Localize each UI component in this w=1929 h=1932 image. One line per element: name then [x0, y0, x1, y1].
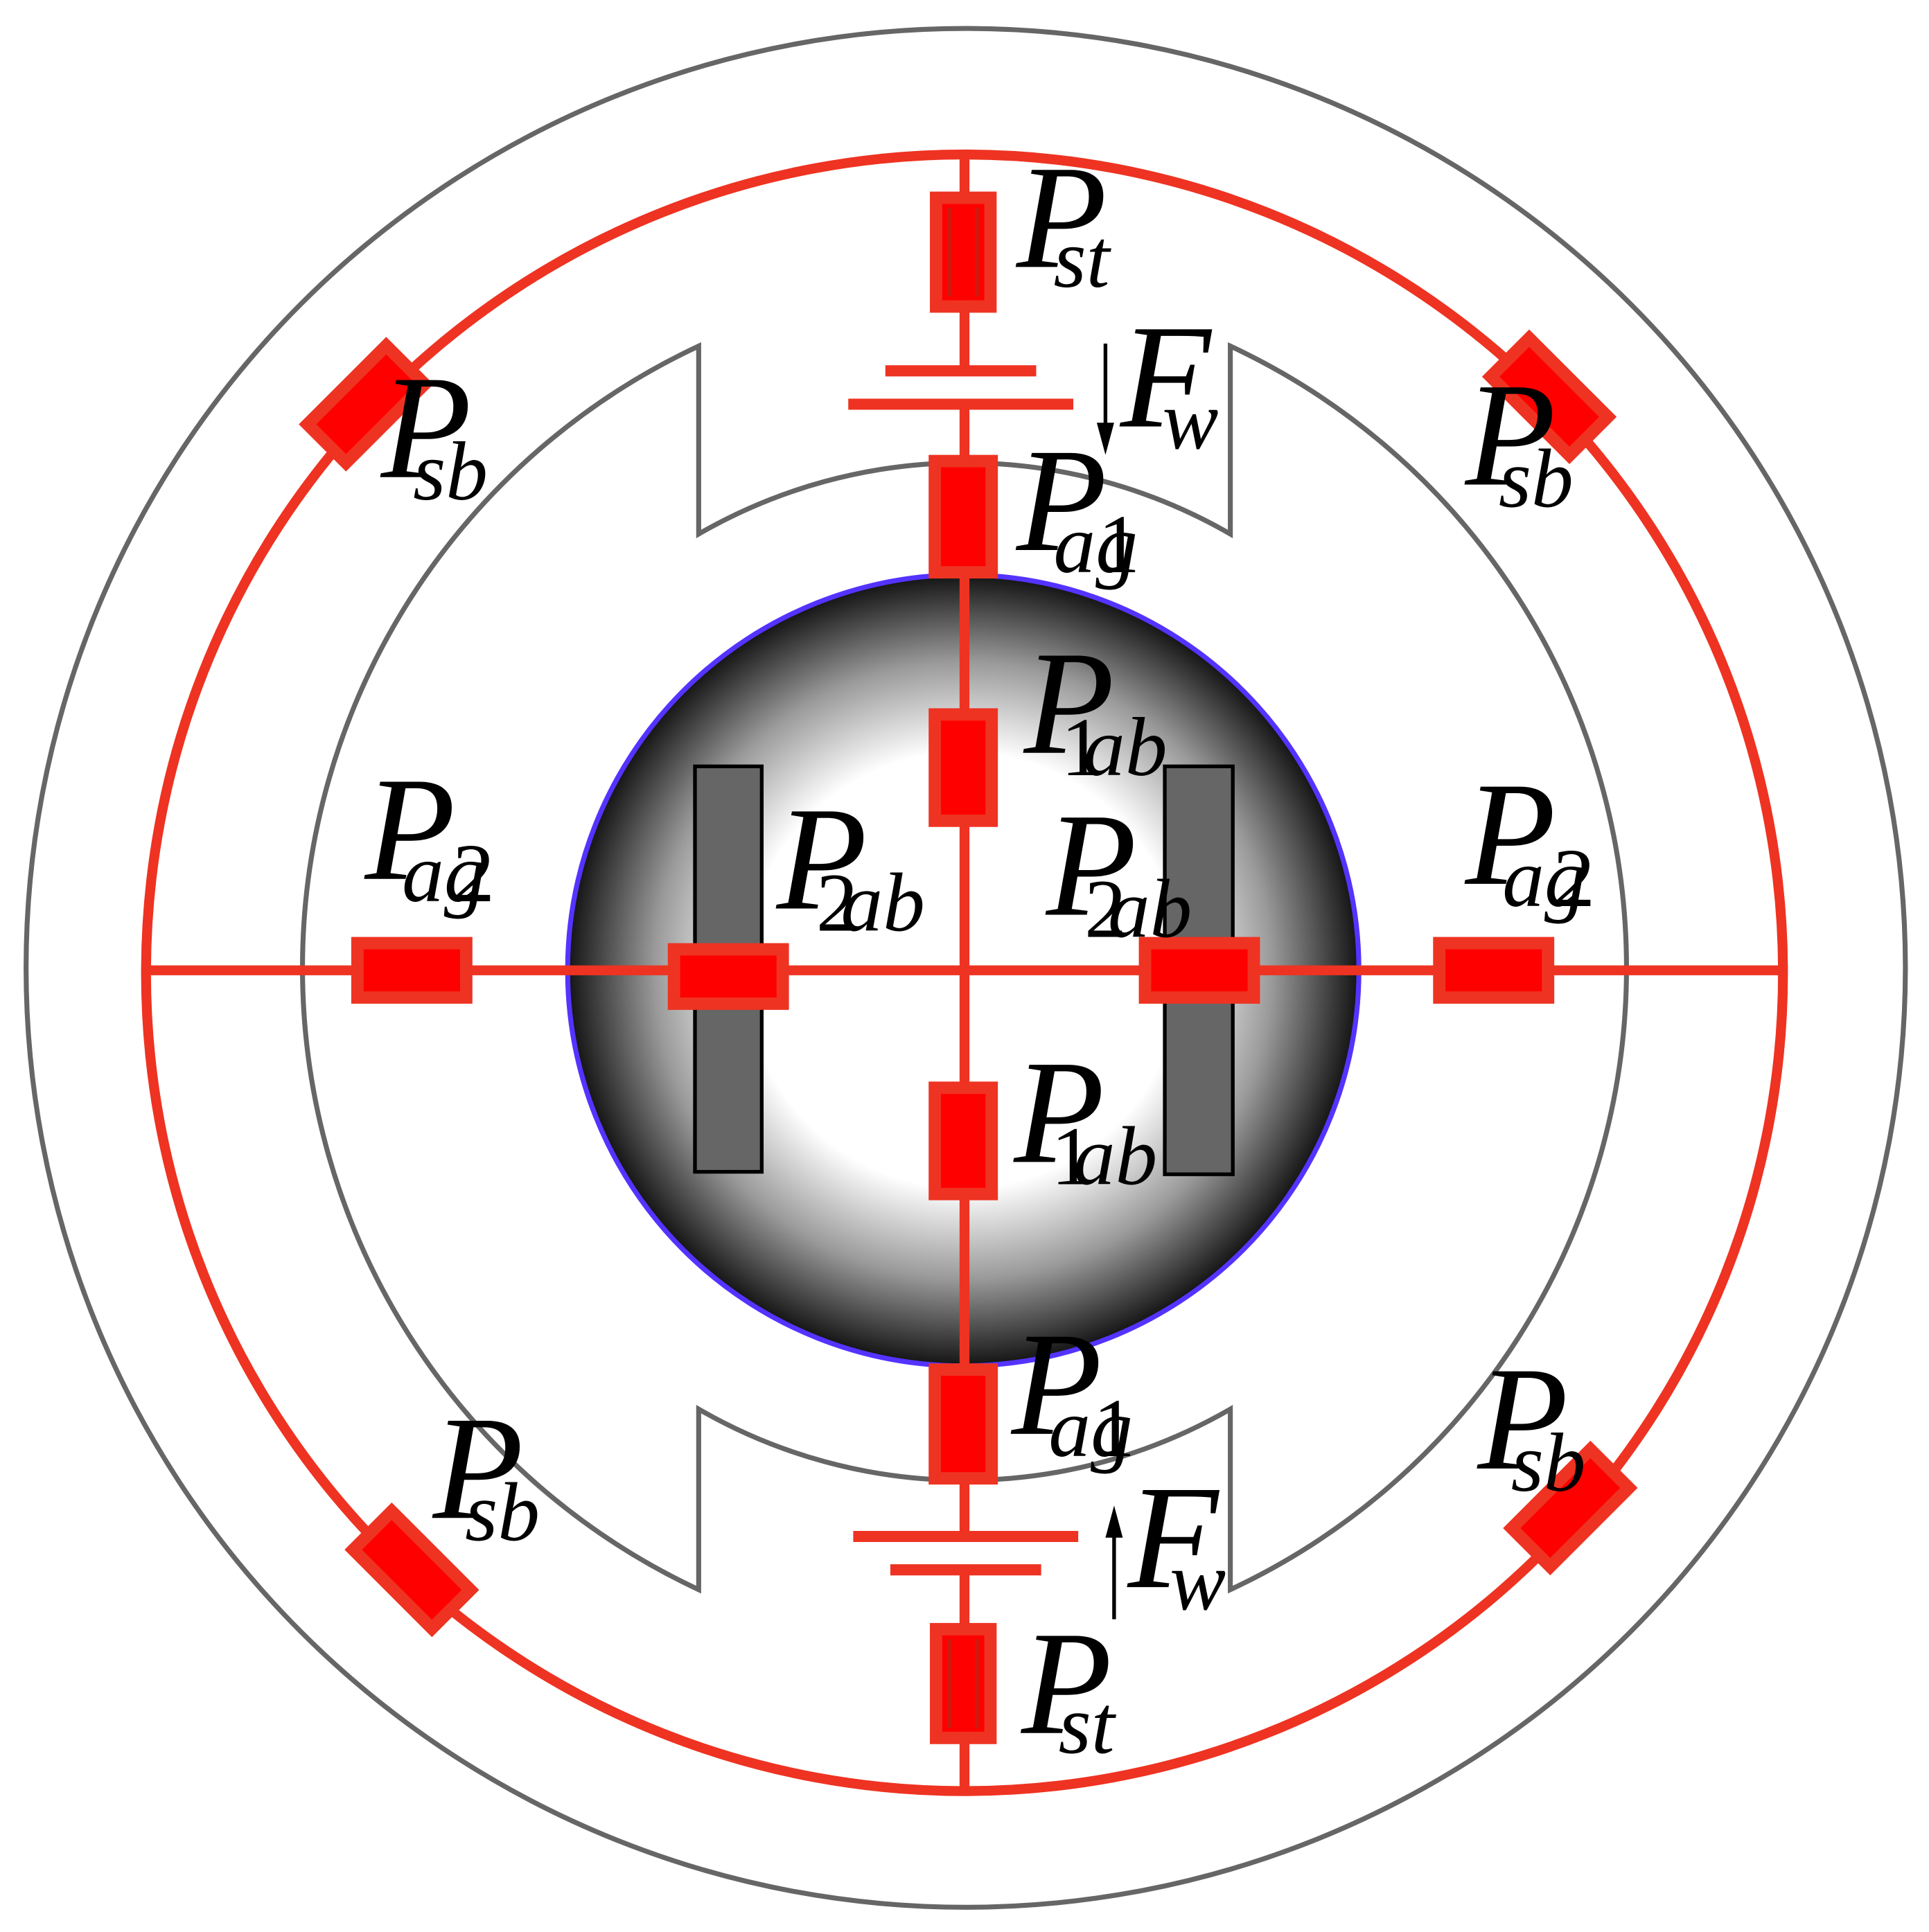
svg-text:ab: ab — [1073, 1110, 1157, 1203]
reluctance-p-1ab-bottom — [928, 1081, 998, 1200]
reluctance-p-2ab-left — [667, 943, 789, 1010]
mmf-source-bottom — [853, 1530, 1079, 1576]
label-p-sb-bottom-left: P sb — [432, 1386, 540, 1559]
svg-text:ab: ab — [1108, 863, 1192, 956]
label-p-st-bottom: P st — [1020, 1602, 1117, 1772]
svg-text:w: w — [1163, 375, 1219, 468]
svg-text:ag: ag — [1048, 1382, 1132, 1475]
svg-text:2: 2 — [816, 857, 858, 950]
reluctance-elements — [299, 191, 1638, 1744]
reluctance-p-2ab-right — [1138, 937, 1260, 1004]
label-f-w-bottom: F w — [1127, 1455, 1226, 1628]
svg-text:sb: sb — [1499, 433, 1574, 526]
mmf-source-top — [848, 365, 1074, 410]
svg-text:1: 1 — [1051, 1110, 1093, 1203]
reluctance-p-ag1-top — [928, 454, 998, 579]
svg-text:w: w — [1170, 1535, 1226, 1628]
svg-text:ag: ag — [1502, 832, 1586, 925]
reluctance-p-ag2-left — [351, 937, 473, 1004]
svg-text:2: 2 — [1553, 832, 1595, 925]
label-p-1ab-top: P 1 ab — [1023, 621, 1168, 794]
svg-text:P: P — [380, 346, 472, 510]
reluctance-p-sb-top-right — [1481, 329, 1617, 464]
reluctance-p-ag1-bottom — [928, 1363, 998, 1485]
label-p-ag2-right: P ag 2 — [1464, 752, 1595, 925]
reluctance-p-st-bottom — [930, 1622, 997, 1744]
svg-text:P: P — [1464, 353, 1556, 517]
svg-text:sb: sb — [1511, 1417, 1586, 1509]
stator-element-inner-marks — [947, 207, 979, 1728]
svg-text:P: P — [1023, 621, 1115, 786]
label-p-2ab-right: P 2 ab — [1045, 783, 1192, 955]
svg-text:P: P — [1464, 752, 1556, 916]
force-arrow-bottom — [1105, 1505, 1123, 1620]
svg-text:ab: ab — [841, 857, 925, 950]
svg-text:st: st — [1059, 1678, 1117, 1771]
stator-inner-boundary — [299, 342, 1630, 1594]
svg-text:sb: sb — [413, 425, 488, 518]
svg-text:P: P — [1010, 1302, 1102, 1466]
svg-text:2: 2 — [1084, 863, 1127, 956]
svg-text:P: P — [1015, 418, 1107, 583]
svg-text:P: P — [364, 747, 456, 912]
svg-text:P: P — [432, 1386, 524, 1550]
label-p-1ab-bottom: P 1 ab — [1012, 1030, 1157, 1203]
svg-text:1: 1 — [1061, 701, 1103, 794]
reluctance-p-1ab-top — [928, 708, 998, 827]
label-p-sb-top-left: P sb — [380, 346, 488, 518]
svg-text:ab: ab — [1083, 701, 1167, 794]
label-p-ag1-top: P ag 1 — [1015, 418, 1140, 591]
svg-text:2: 2 — [452, 827, 495, 920]
svg-text:P: P — [1015, 135, 1107, 299]
label-p-st-top: P st — [1015, 135, 1112, 305]
label-p-sb-top-right: P sb — [1464, 353, 1574, 525]
label-f-w-top: F w — [1119, 295, 1219, 468]
svg-text:ag: ag — [1053, 498, 1137, 591]
reluctance-p-sb-bottom-right — [1503, 1440, 1638, 1576]
svg-text:P: P — [1045, 783, 1137, 947]
svg-text:P: P — [775, 777, 867, 941]
stator-outer-boundary — [24, 26, 1908, 1910]
svg-text:P: P — [1012, 1030, 1104, 1194]
svg-text:F: F — [1119, 295, 1213, 459]
svg-text:1: 1 — [1093, 1382, 1136, 1475]
label-p-ag2-left: P ag 2 — [364, 747, 495, 920]
svg-text:sb: sb — [465, 1466, 540, 1559]
force-arrow-top — [1096, 344, 1114, 455]
svg-text:ag: ag — [402, 827, 486, 920]
svg-text:P: P — [1020, 1602, 1112, 1766]
reluctance-p-sb-bottom-left — [344, 1503, 479, 1638]
label-p-sb-bottom-right: P sb — [1477, 1337, 1586, 1509]
label-p-2ab-left: P 2 ab — [775, 777, 925, 950]
svg-text:st: st — [1053, 213, 1111, 305]
label-p-ag1-bottom: P ag 1 — [1010, 1302, 1135, 1475]
svg-text:F: F — [1127, 1455, 1220, 1620]
reluctance-p-st-top — [930, 191, 997, 313]
reluctance-p-sb-top-left — [299, 337, 434, 472]
svg-text:1: 1 — [1098, 498, 1140, 591]
svg-text:P: P — [1477, 1337, 1569, 1501]
reluctance-p-ag2-right — [1433, 937, 1555, 1004]
